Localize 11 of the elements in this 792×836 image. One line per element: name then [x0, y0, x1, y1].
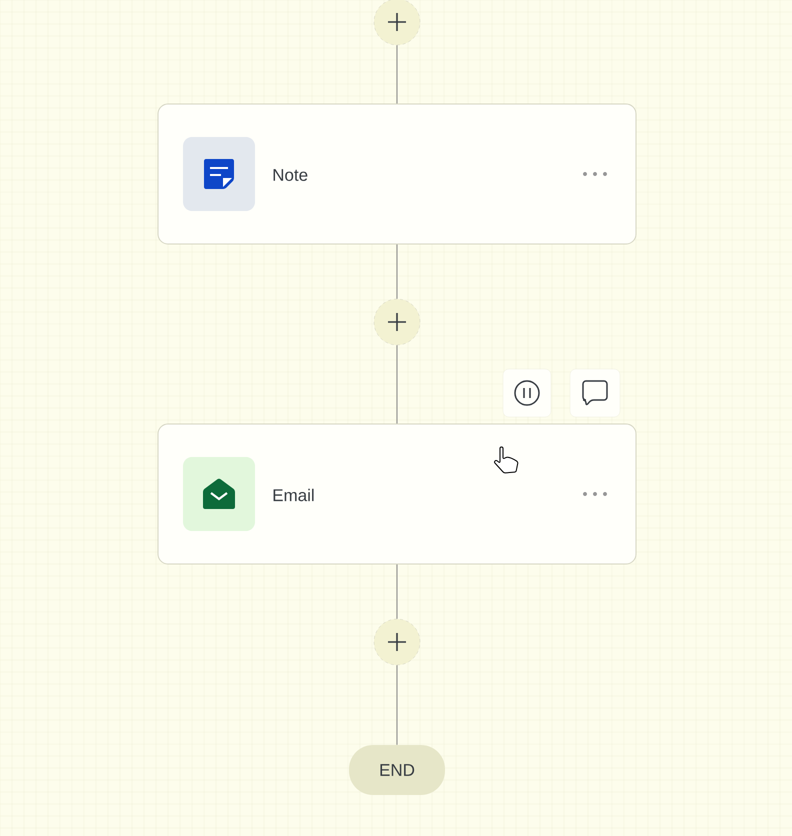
add-step-button — [374, 0, 420, 46]
connector-line — [396, 244, 398, 300]
connector-line — [396, 664, 398, 746]
connector-line — [396, 344, 398, 424]
add-step-button — [374, 618, 420, 666]
step-card: Email — [158, 424, 636, 564]
add-step-button — [374, 298, 420, 346]
end-pill: END — [349, 745, 445, 795]
connector-line — [396, 564, 398, 620]
step-card: Note — [158, 104, 636, 244]
connector-line — [396, 44, 398, 104]
